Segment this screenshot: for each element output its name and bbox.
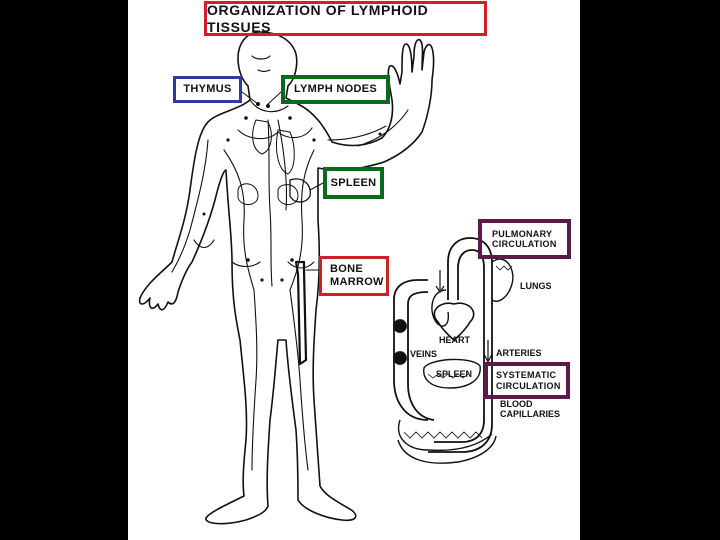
arteries-label: ARTERIES [496,349,542,359]
bone-marrow-label: BONE MARROW [330,263,384,288]
systematic-circulation-label: SYSTEMATIC CIRCULATION [496,370,561,391]
human-figure-outline [140,32,434,524]
bone-marrow-box: BONE MARROW [319,256,389,296]
spleen-box: SPLEEN [323,167,384,199]
heart-label: HEART [439,336,470,346]
systematic-circulation-box: SYSTEMATIC CIRCULATION [484,362,570,399]
lungs-label: LUNGS [520,282,552,292]
pulmonary-circulation-label: PULMONARY CIRCULATION [492,229,557,250]
title-box: ORGANIZATION OF LYMPHOID TISSUES [204,1,487,36]
slide: LUNGS HEART VEINS ARTERIES SPLEEN BLOOD … [128,0,580,540]
blood-capillaries-label: BLOOD CAPILLARIES [500,400,560,420]
lymph-nodes-label: LYMPH NODES [294,83,377,96]
thymus-box: THYMUS [173,76,242,103]
circulation-spleen-label: SPLEEN [436,370,472,380]
spleen-label: SPLEEN [331,177,377,190]
page-title: ORGANIZATION OF LYMPHOID TISSUES [207,2,484,34]
pulmonary-circulation-box: PULMONARY CIRCULATION [478,219,571,259]
lymph-nodes-box: LYMPH NODES [281,75,390,104]
thymus-label: THYMUS [183,83,231,96]
veins-label: VEINS [410,350,437,360]
